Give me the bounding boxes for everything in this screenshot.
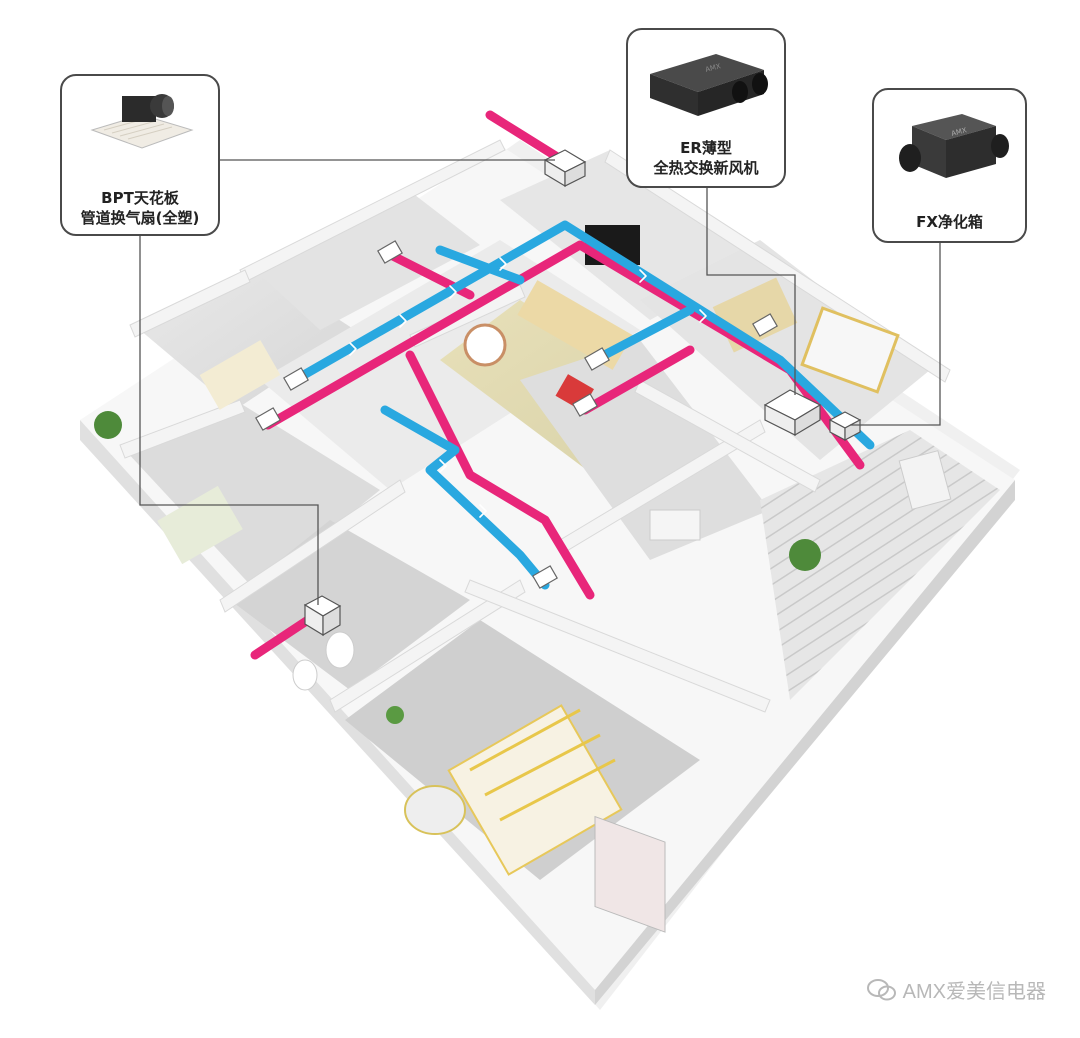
callout-er-label: ER薄型 全热交换新风机 — [653, 139, 759, 177]
leader-er — [706, 188, 796, 395]
exhaust-duct-main — [263, 240, 865, 470]
vent-7 — [532, 565, 558, 589]
leader-bpt-2 — [139, 235, 319, 605]
leader-fx — [850, 242, 941, 426]
vent-3 — [377, 240, 403, 264]
wechat-icon — [866, 978, 897, 1001]
duct-flow-markers — [299, 257, 707, 518]
callout-bpt-label: BPT天花板 管道换气扇(全塑) — [80, 189, 200, 227]
exhaust-duct-branch-2 — [405, 350, 595, 600]
study-room-floor — [255, 195, 480, 330]
exhaust-duct-branch-3 — [580, 345, 695, 415]
vent-2 — [283, 367, 309, 391]
bedroom-left-floor — [125, 400, 380, 590]
wall-2 — [129, 269, 251, 338]
flow-mark-6 — [639, 269, 647, 283]
toilet — [325, 631, 355, 669]
plant-2 — [789, 539, 821, 571]
wall-clock — [463, 323, 507, 367]
dining-table — [649, 509, 701, 541]
ceiling-fan-icon — [90, 94, 194, 149]
wall-5 — [329, 579, 526, 713]
bed-top-left — [199, 340, 281, 410]
watermark-text: AMX爱美信电器 — [902, 981, 1046, 1003]
supply-duct-branch-3 — [435, 245, 525, 285]
pouf — [404, 785, 466, 835]
toilet-2 — [292, 659, 318, 691]
vent-5 — [584, 347, 610, 371]
callout-er: AMX ER薄型 全热交换新风机 — [626, 28, 786, 188]
flow-mark-3 — [399, 314, 407, 328]
wall-4 — [219, 479, 406, 613]
er-brand-text: AMX — [704, 62, 721, 74]
erv-unit-icon: AMX — [650, 54, 768, 116]
flow-mark-4 — [449, 285, 457, 299]
wall-3 — [119, 399, 246, 459]
purifier-box-icon: AMX — [899, 114, 1009, 178]
er-unit-in-scene — [763, 389, 822, 437]
wall-9 — [634, 379, 821, 493]
door-window — [594, 815, 666, 933]
flow-mark-9 — [479, 504, 487, 518]
supply-duct-main — [290, 220, 875, 450]
vent-6 — [752, 313, 778, 337]
flow-mark-2 — [349, 342, 357, 356]
wall-10 — [464, 579, 771, 713]
vent-4 — [572, 393, 598, 417]
flow-mark-5 — [499, 257, 507, 271]
watermark: AMX爱美信电器 — [866, 975, 1046, 1004]
bpt-fan-unit — [303, 595, 342, 637]
building-right-wall — [595, 480, 1015, 1005]
lounge-chair — [898, 450, 952, 510]
callout-bpt: BPT天花板 管道换气扇(全塑) — [60, 74, 220, 236]
callout-fx: AMX FX净化箱 — [872, 88, 1027, 243]
fx-brand-text: AMX — [950, 126, 967, 138]
plant-3 — [386, 706, 404, 724]
tv-wall — [800, 306, 900, 394]
vent-1 — [255, 407, 281, 431]
kitchen-counter — [517, 280, 633, 370]
supply-ducts — [290, 220, 875, 590]
top-exhaust-unit — [543, 149, 587, 188]
building-front-wall — [80, 420, 595, 1005]
plant-1 — [94, 411, 122, 439]
supply-duct-branch-1 — [380, 405, 550, 590]
flow-mark-7 — [699, 309, 707, 323]
flow-mark-8 — [439, 459, 447, 473]
master-bed-stripes — [469, 708, 616, 822]
callout-fx-label: FX净化箱 — [916, 213, 983, 231]
terrace-floor — [640, 240, 930, 460]
supply-duct-branch-2 — [590, 305, 695, 365]
